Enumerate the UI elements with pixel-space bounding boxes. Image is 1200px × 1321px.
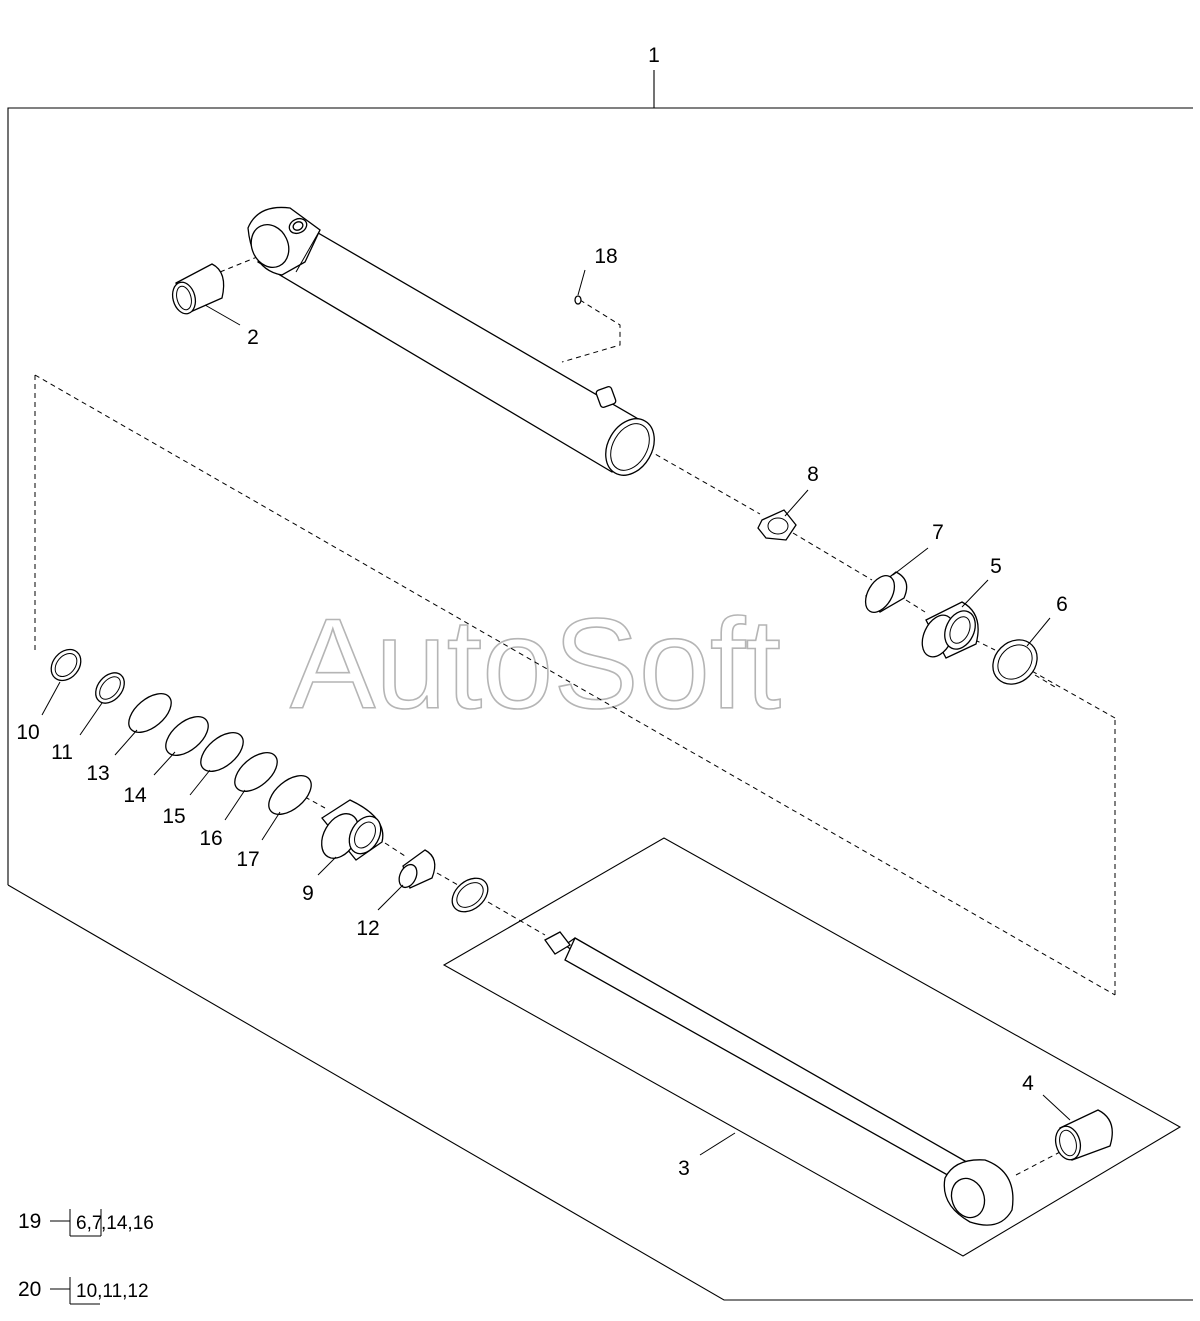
part-4-bushing (1054, 1109, 1113, 1161)
kit-20-number: 20 (18, 1278, 41, 1301)
part-15-ring (200, 732, 244, 772)
callout-numbers: 1 2 3 4 5 6 7 8 9 10 11 12 13 14 15 16 1… (16, 44, 1068, 1180)
callout-17: 17 (236, 848, 259, 871)
part-18-grease-fitting (574, 295, 582, 305)
kit-20: 20 10,11,12 (18, 1277, 149, 1305)
callout-18: 18 (594, 245, 617, 268)
callout-16: 16 (199, 827, 222, 850)
callout-12: 12 (356, 917, 379, 940)
rod-seal (451, 877, 489, 913)
callout-5: 5 (990, 555, 1002, 578)
kit-19: 19 6,7 ,14,16 (18, 1209, 154, 1237)
cylinder-barrel (247, 206, 655, 476)
callout-2: 2 (247, 326, 259, 349)
callout-4: 4 (1022, 1072, 1034, 1095)
part-9-piston (321, 799, 384, 861)
part-17-ring (268, 775, 312, 815)
assembly-axis-lines (54, 254, 1061, 1176)
rod-subassembly-outline (442, 837, 1182, 1257)
part-11-ring (95, 672, 125, 704)
kit-20-boxed: 10,11,12 (76, 1281, 149, 1302)
callout-1: 1 (648, 44, 660, 67)
part-5-gland (921, 601, 979, 659)
leader-lines (41, 269, 1071, 1156)
kit-19-rest: ,14,16 (101, 1213, 154, 1234)
watermark: AutoSoft (290, 593, 781, 736)
callout-10: 10 (16, 721, 39, 744)
part-10-ring (50, 648, 82, 682)
callout-13: 13 (86, 762, 109, 785)
callout-14: 14 (123, 784, 147, 807)
kit-19-number: 19 (18, 1210, 41, 1233)
callout-8: 8 (807, 463, 819, 486)
part-14-ring (165, 716, 209, 756)
callout-15: 15 (162, 805, 185, 828)
seal-rings (50, 648, 312, 815)
callout-7: 7 (932, 521, 944, 544)
kit-19-boxed: 6,7 (76, 1213, 102, 1234)
part-2-bushing (171, 263, 225, 315)
part-6-seal (992, 639, 1038, 685)
callout-6: 6 (1056, 593, 1068, 616)
assembly-outline (7, 70, 1193, 1301)
callout-9: 9 (302, 882, 314, 905)
part-8-nut (757, 509, 797, 541)
part-16-ring (234, 752, 278, 792)
part-13-ring (128, 693, 172, 733)
callout-3: 3 (678, 1157, 690, 1180)
part-7-ring (864, 571, 908, 613)
part-12-bushing (398, 849, 436, 889)
part-3-rod (544, 931, 1014, 1226)
callout-11: 11 (51, 741, 73, 764)
